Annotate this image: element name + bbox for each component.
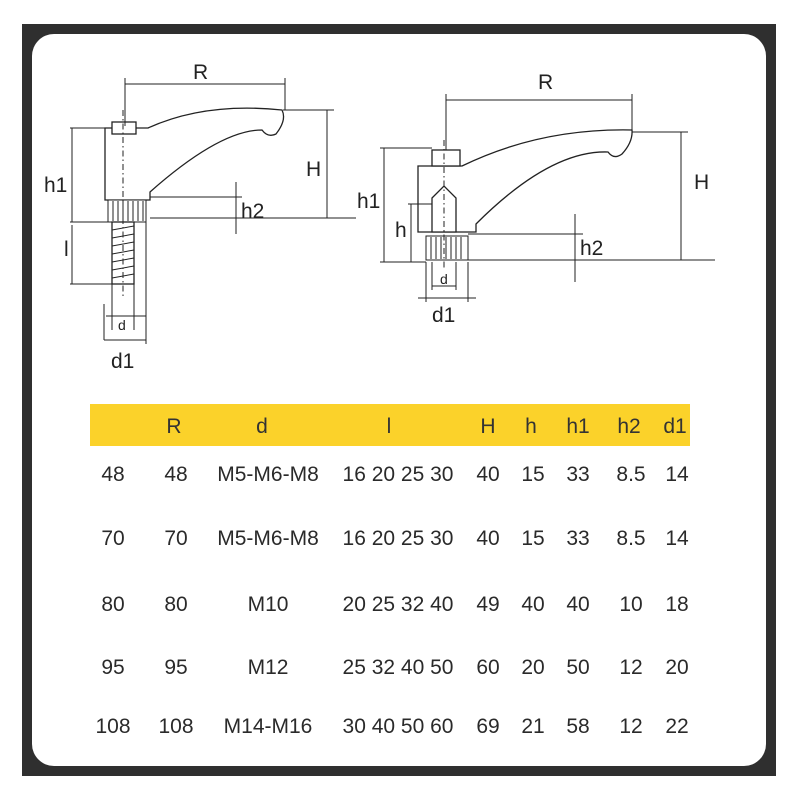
table-cell: 16 20 25 30 bbox=[342, 463, 454, 486]
header-h: h bbox=[525, 415, 537, 438]
left-label-d: d bbox=[118, 317, 126, 333]
right-label-h2: h2 bbox=[580, 237, 603, 260]
table-cell: 8.5 bbox=[616, 463, 646, 486]
table-cell: 80 bbox=[164, 593, 188, 616]
table-cell: 21 bbox=[521, 715, 545, 738]
table-cell: 10 bbox=[619, 593, 643, 616]
table-cell: 25 32 40 50 bbox=[342, 656, 454, 679]
table-cell: 33 bbox=[566, 527, 590, 550]
table-cell: 95 bbox=[164, 656, 188, 679]
table-cell: 48 bbox=[164, 463, 188, 486]
table-cell: 20 25 32 40 bbox=[342, 593, 454, 616]
table-cell: 49 bbox=[476, 593, 500, 616]
table-cell: 69 bbox=[476, 715, 500, 738]
table-cell: M5-M6-M8 bbox=[217, 527, 319, 550]
table-cell: 70 bbox=[164, 527, 188, 550]
table-cell: 40 bbox=[476, 527, 500, 550]
table-cell: 60 bbox=[476, 656, 500, 679]
table-cell: 40 bbox=[521, 593, 545, 616]
table-cell: 48 bbox=[101, 463, 125, 486]
table-cell: 30 40 50 60 bbox=[342, 715, 454, 738]
header-h1: h1 bbox=[566, 415, 590, 438]
table-cell: 70 bbox=[101, 527, 125, 550]
table-cell: 15 bbox=[521, 527, 545, 550]
right-label-R: R bbox=[538, 71, 553, 94]
table-cell: 50 bbox=[566, 656, 590, 679]
right-label-h1: h1 bbox=[357, 190, 380, 213]
header-l: l bbox=[386, 415, 392, 438]
table-cell: 14 bbox=[665, 527, 689, 550]
table-cell: 22 bbox=[665, 715, 689, 738]
header-h2: h2 bbox=[617, 415, 641, 438]
table-header-bar bbox=[90, 404, 690, 446]
right-label-h: h bbox=[395, 219, 407, 242]
right-label-d1: d1 bbox=[432, 304, 455, 327]
table-cell: 40 bbox=[476, 463, 500, 486]
table-cell: 58 bbox=[566, 715, 590, 738]
right-lever-drawing: R H h1 h h2 d d1 bbox=[357, 71, 715, 327]
left-label-l: l bbox=[64, 238, 69, 261]
table-cell: 12 bbox=[619, 656, 643, 679]
header-H: H bbox=[480, 415, 496, 438]
table-cell: 95 bbox=[101, 656, 125, 679]
right-label-H: H bbox=[694, 171, 709, 194]
table-cell: 40 bbox=[566, 593, 590, 616]
header-R: R bbox=[166, 415, 182, 438]
table-cell: 20 bbox=[521, 656, 545, 679]
right-label-d: d bbox=[440, 271, 448, 287]
header-d: d bbox=[256, 415, 268, 438]
table-cell: 80 bbox=[101, 593, 125, 616]
table-cell: M10 bbox=[247, 593, 289, 616]
table-cell: 15 bbox=[521, 463, 545, 486]
table-cell: M5-M6-M8 bbox=[217, 463, 319, 486]
left-label-H: H bbox=[306, 158, 321, 181]
table-cell: 8.5 bbox=[616, 527, 646, 550]
header-d1: d1 bbox=[663, 415, 687, 438]
table-cell: M14-M16 bbox=[223, 715, 313, 738]
left-label-R: R bbox=[193, 61, 208, 84]
table-cell: 33 bbox=[566, 463, 590, 486]
left-label-d1: d1 bbox=[111, 350, 134, 373]
table-cell: 20 bbox=[665, 656, 689, 679]
table-cell: 108 bbox=[158, 715, 194, 738]
left-label-h1: h1 bbox=[44, 174, 67, 197]
table-cell: 12 bbox=[619, 715, 643, 738]
table-cell: 14 bbox=[665, 463, 689, 486]
left-lever-drawing: R H h1 h2 l d d1 bbox=[44, 61, 356, 373]
table-cell: M12 bbox=[247, 656, 289, 679]
left-label-h2: h2 bbox=[241, 200, 264, 223]
table-cell: 16 20 25 30 bbox=[342, 527, 454, 550]
table-cell: 108 bbox=[95, 715, 131, 738]
table-cell: 18 bbox=[665, 593, 689, 616]
